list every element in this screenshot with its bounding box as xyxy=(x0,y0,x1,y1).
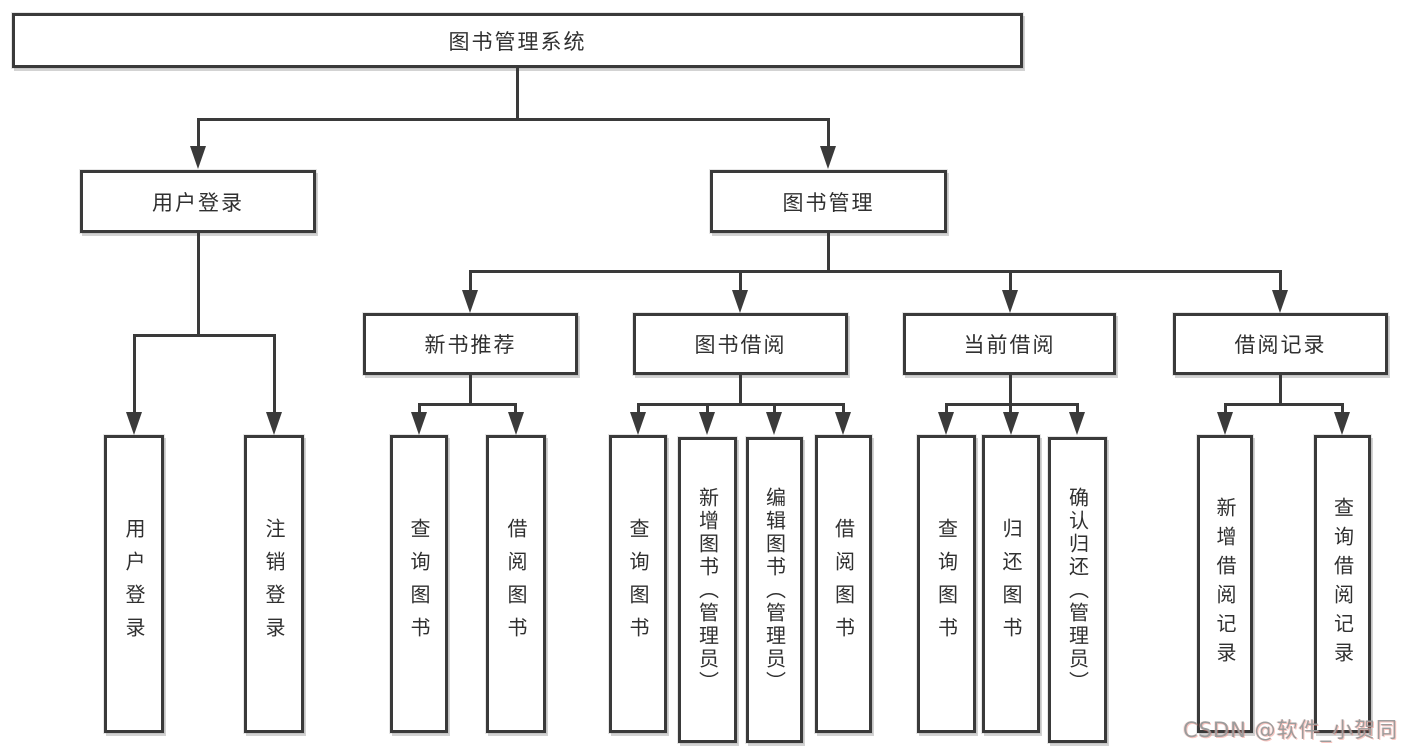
node-label: 图书管理系统 xyxy=(448,29,587,54)
arrow-down-icon xyxy=(835,412,851,435)
connector-line xyxy=(1279,270,1282,292)
leaf-query-books-current: 查询图书 xyxy=(917,435,976,733)
node-label: 查询图书 xyxy=(934,518,959,650)
arrow-down-icon xyxy=(1002,290,1018,313)
connector-line xyxy=(469,270,472,292)
arrow-down-icon xyxy=(766,412,782,435)
node-label: 编辑图书（管理员） xyxy=(762,486,787,694)
leaf-logout: 注销登录 xyxy=(244,435,304,733)
connector-line xyxy=(1279,375,1282,406)
arrow-down-icon xyxy=(1069,412,1085,435)
leaf-user-login: 用户登录 xyxy=(104,435,164,733)
node-current-borrowing: 当前借阅 xyxy=(903,313,1116,375)
connector-line xyxy=(516,68,519,121)
arrow-down-icon xyxy=(732,290,748,313)
node-label: 用户登录 xyxy=(152,190,244,215)
arrow-down-icon xyxy=(411,412,427,435)
connector-line xyxy=(197,118,830,121)
node-book-borrowing: 图书借阅 xyxy=(633,313,848,375)
leaf-add-borrowing-record: 新增借阅记录 xyxy=(1197,435,1253,733)
arrow-down-icon xyxy=(630,412,646,435)
connector-line xyxy=(418,403,517,406)
node-new-book-recommendation: 新书推荐 xyxy=(363,313,578,375)
connector-line xyxy=(773,403,776,414)
connector-line xyxy=(514,403,517,414)
arrow-down-icon xyxy=(1217,412,1233,435)
node-label: 借阅图书 xyxy=(831,518,856,650)
node-label: 注销登录 xyxy=(262,518,286,650)
leaf-confirm-return-admin: 确认归还（管理员） xyxy=(1048,437,1107,743)
node-label: 归还图书 xyxy=(999,518,1023,650)
node-book-management: 图书管理 xyxy=(710,170,947,233)
node-borrowing-records: 借阅记录 xyxy=(1173,313,1388,375)
node-library-management-system: 图书管理系统 xyxy=(12,13,1023,68)
leaf-query-borrowing-record: 查询借阅记录 xyxy=(1314,435,1371,733)
connector-line xyxy=(1076,403,1079,414)
node-label: 新书推荐 xyxy=(424,333,517,357)
node-label: 查询图书 xyxy=(407,518,431,650)
connector-line xyxy=(739,375,742,406)
connector-line xyxy=(739,270,742,292)
node-label: 图书借阅 xyxy=(694,333,787,357)
arrow-down-icon xyxy=(462,290,478,313)
connector-line xyxy=(842,403,845,414)
connector-line xyxy=(133,334,136,414)
arrow-down-icon xyxy=(1003,412,1019,435)
connector-line xyxy=(1009,403,1012,414)
arrow-down-icon xyxy=(126,412,142,435)
node-label: 新增借阅记录 xyxy=(1213,497,1237,671)
watermark: CSDN @软件_小贺同学 xyxy=(1183,718,1399,742)
arrow-down-icon xyxy=(508,412,524,435)
leaf-query-books-recommend: 查询图书 xyxy=(390,435,448,733)
connector-line xyxy=(827,118,830,152)
leaf-borrow-books-recommend: 借阅图书 xyxy=(486,435,546,733)
connector-line xyxy=(637,403,640,414)
connector-line xyxy=(197,118,200,152)
node-label: 查询借阅记录 xyxy=(1330,497,1355,671)
leaf-edit-books-admin: 编辑图书（管理员） xyxy=(746,437,803,743)
leaf-add-books-admin: 新增图书（管理员） xyxy=(678,437,737,743)
connector-line xyxy=(469,270,1281,273)
connector-line xyxy=(706,403,709,414)
connector-line xyxy=(1009,375,1012,406)
node-label: 图书管理 xyxy=(782,190,875,215)
arrow-down-icon xyxy=(1272,290,1288,313)
leaf-return-books: 归还图书 xyxy=(982,435,1040,733)
leaf-query-books-borrowing: 查询图书 xyxy=(609,435,667,733)
node-label: 确认归还（管理员） xyxy=(1065,486,1090,694)
node-label: 借阅记录 xyxy=(1234,333,1327,357)
connector-line xyxy=(1341,403,1344,414)
connector-line xyxy=(469,375,472,406)
node-label: 新增图书（管理员） xyxy=(695,486,720,694)
connector-line xyxy=(1224,403,1227,414)
node-label: 借阅图书 xyxy=(504,518,528,650)
arrow-down-icon xyxy=(820,146,836,169)
arrow-down-icon xyxy=(938,412,954,435)
connector-line xyxy=(273,334,276,414)
node-user-login: 用户登录 xyxy=(80,170,316,233)
node-label: 用户登录 xyxy=(122,518,146,650)
connector-line xyxy=(197,233,200,336)
node-label: 当前借阅 xyxy=(963,333,1056,357)
connector-line xyxy=(827,233,830,273)
arrow-down-icon xyxy=(190,146,206,169)
leaf-borrow-books-borrowing: 借阅图书 xyxy=(815,435,872,733)
connector-line xyxy=(637,403,845,406)
arrow-down-icon xyxy=(1334,412,1350,435)
node-label: 查询图书 xyxy=(626,518,650,650)
connector-line xyxy=(133,334,276,337)
connector-line xyxy=(945,403,948,414)
arrow-down-icon xyxy=(699,412,715,435)
connector-line xyxy=(418,403,421,414)
connector-line xyxy=(1224,403,1344,406)
connector-line xyxy=(1009,270,1012,292)
arrow-down-icon xyxy=(266,412,282,435)
